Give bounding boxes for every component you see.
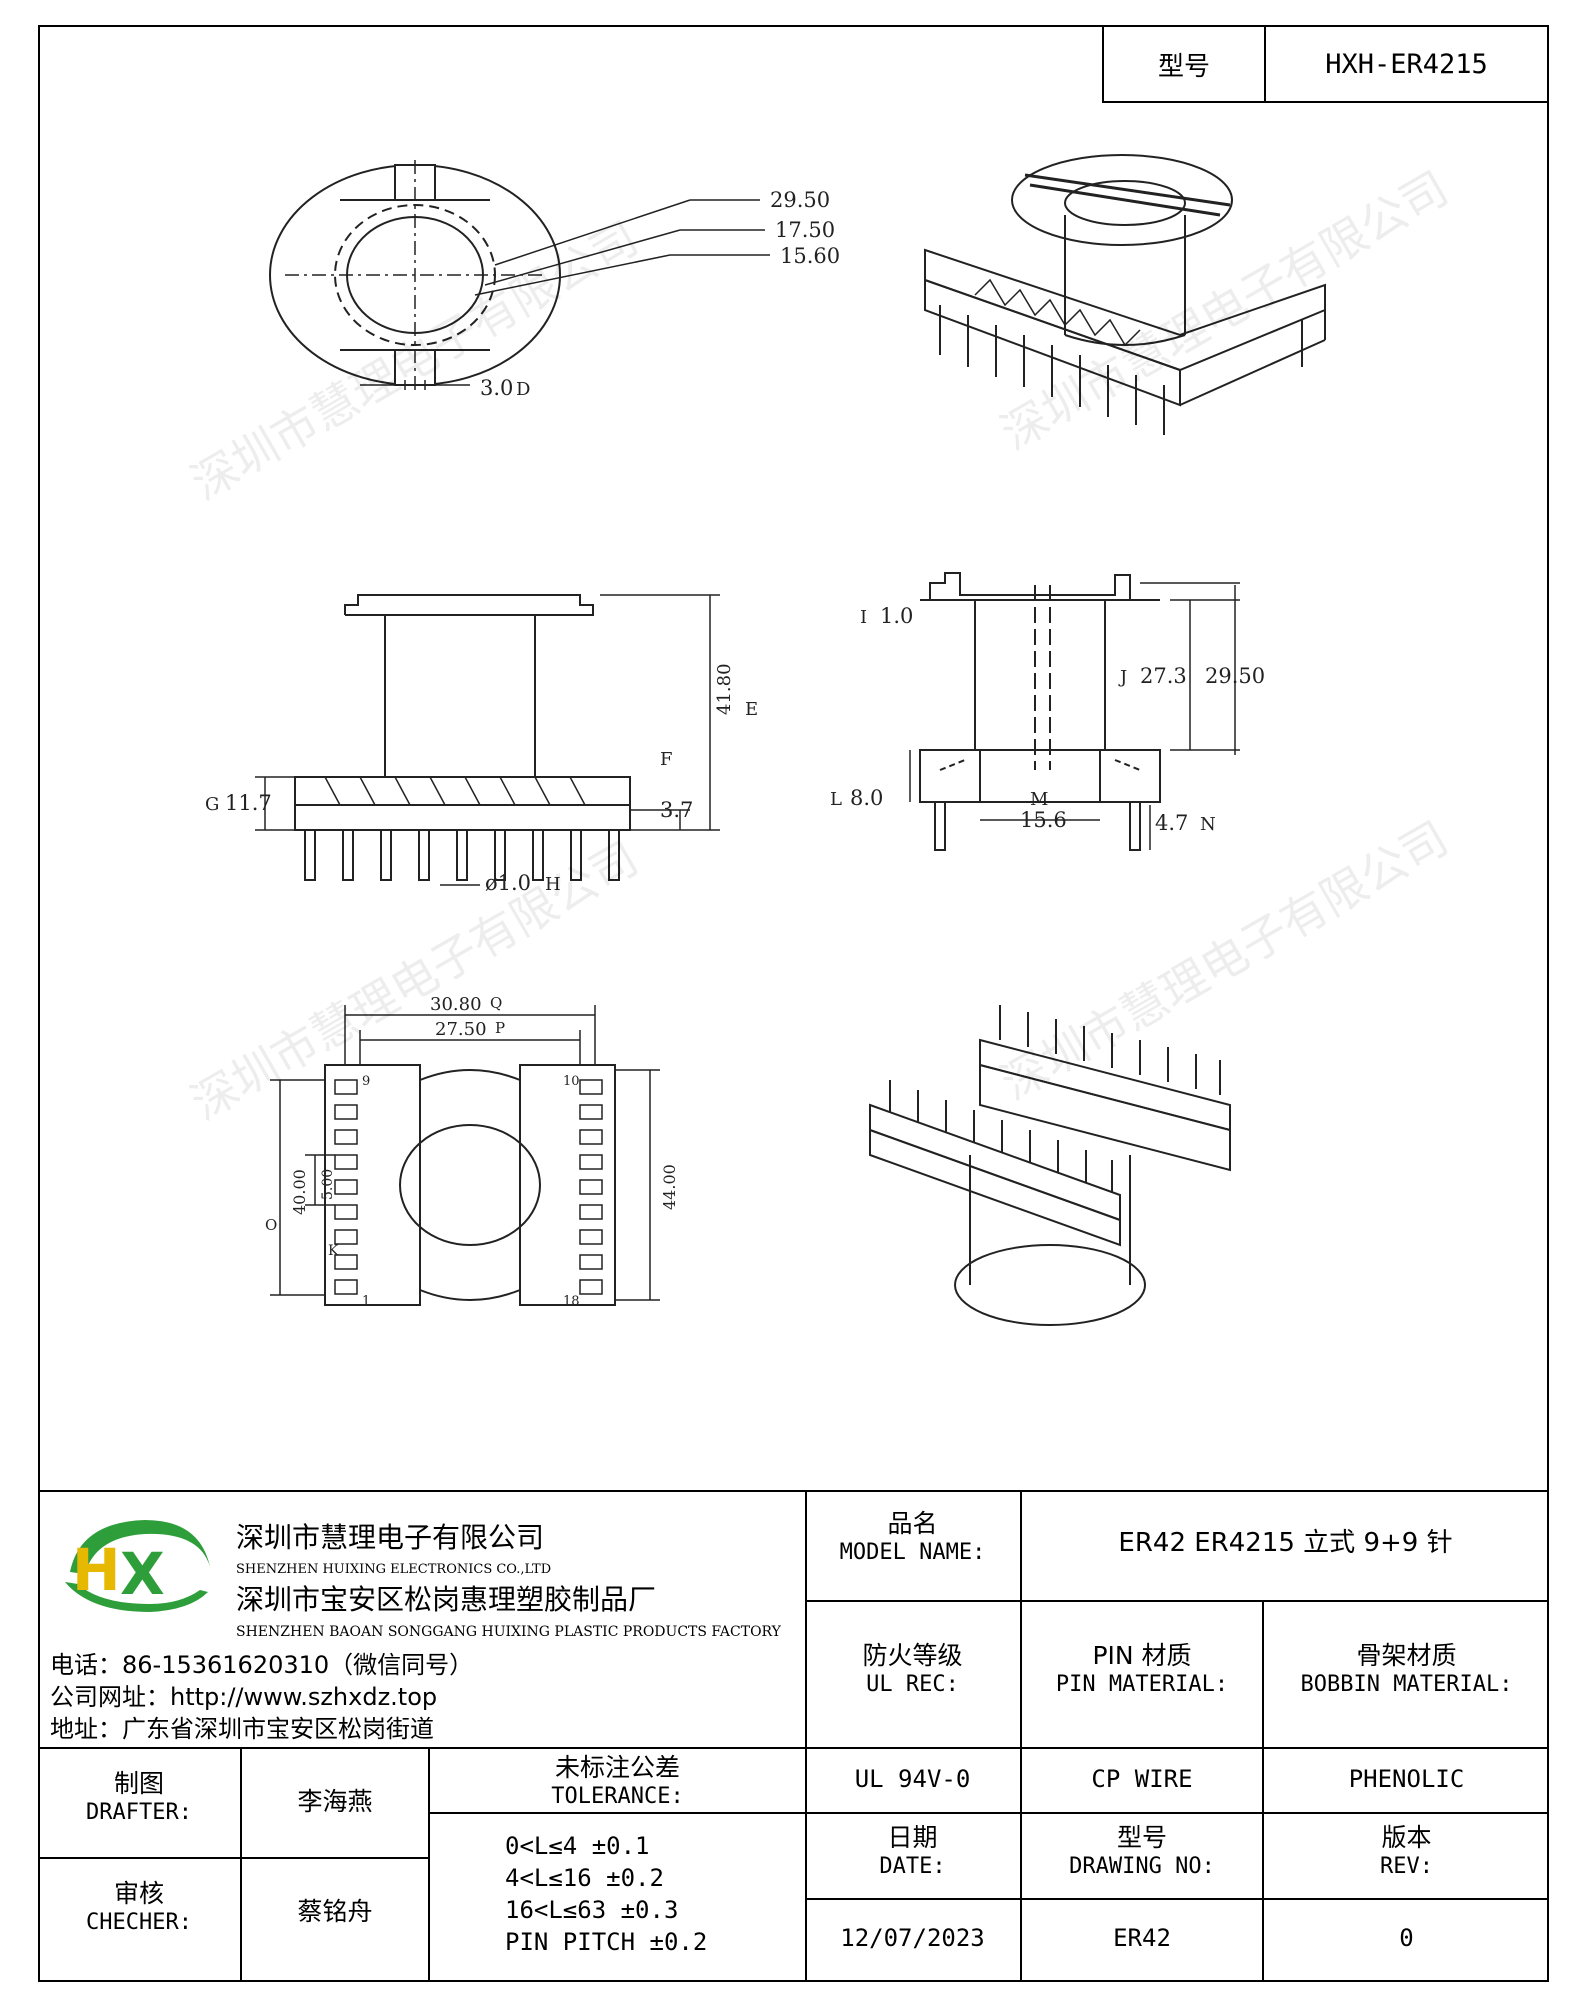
model-value: HXH-ER4215 (1325, 48, 1488, 80)
company-name-cn: 深圳市慧理电子有限公司 (236, 1521, 545, 1554)
ul-rec-value: UL 94V-0 (854, 1765, 971, 1793)
rev-label: 版本 REV: (1380, 1823, 1433, 1880)
dim-5-00: 5.00 (320, 1169, 336, 1200)
title-block (38, 1490, 1549, 1982)
dim-44-00: 44.00 (660, 1164, 679, 1210)
tag-o: O (265, 1216, 277, 1234)
svg-text:X: X (120, 1540, 165, 1608)
dim-29-50-side: 29.50 (1205, 664, 1265, 688)
factory-name-cn: 深圳市宝安区松岗惠理塑胶制品厂 (236, 1583, 657, 1616)
model-name-value: ER42 ER4215 立式 9+9 针 (1118, 1528, 1453, 1558)
model-header-box: 型号 HXH-ER4215 (1102, 25, 1549, 103)
checker-label: 审核 CHECHER: (86, 1879, 192, 1936)
dim-15-60: 15.60 (780, 244, 840, 268)
tolerance-list: 0<L≤4 ±0.1 4<L≤16 ±0.2 16<L≤63 ±0.3 PIN … (505, 1830, 707, 1958)
drafter-label: 制图 DRAFTER: (86, 1769, 192, 1826)
technical-drawing: 29.50 17.50 15.60 3.0 D 41.80 E 3.7 F 11… (40, 105, 1547, 1490)
tag-f: F (660, 749, 673, 770)
bottom-view (270, 1005, 660, 1306)
drafter-value: 李海燕 (297, 1787, 373, 1816)
company-phone: 电话：86-15361620310（微信同号） (50, 1651, 474, 1679)
isometric-view-top (924, 154, 1326, 435)
top-view (269, 160, 770, 395)
svg-text:H: H (72, 1536, 121, 1604)
company-address: 地址：广东省深圳市宝安区松岗街道 (50, 1715, 434, 1743)
dim-41-80: 41.80 (714, 663, 735, 715)
dim-4-7: 4.7 (1155, 811, 1188, 835)
tag-d: D (516, 379, 530, 400)
company-website: 公司网址：http://www.szhxdz.top (50, 1683, 438, 1711)
dim-15-6: 15.6 (1020, 808, 1067, 832)
drawing-no-value: ER42 (1113, 1924, 1171, 1952)
tag-m: M (1030, 789, 1048, 810)
model-name-label: 品名 MODEL NAME: (839, 1509, 986, 1566)
tag-i: I (860, 607, 867, 628)
bobbin-material-label: 骨架材质 BOBBIN MATERIAL: (1300, 1641, 1513, 1698)
tag-j: J (1118, 667, 1127, 688)
dim-1-0: 1.0 (880, 604, 913, 628)
tag-q: Q (490, 994, 502, 1012)
dim-3-7: 3.7 (660, 798, 693, 822)
pin-label-10: 10 (563, 1074, 580, 1089)
drawing-no-label: 型号 DRAWING NO: (1069, 1823, 1215, 1880)
dim-slot: 3.0 (480, 376, 513, 400)
dim-29-50: 29.50 (770, 188, 830, 212)
dim-11-7: 11.7 (225, 791, 272, 815)
pin-label-18: 18 (563, 1294, 580, 1309)
drawing-frame (38, 25, 1549, 1982)
pin-material-value: CP WIRE (1091, 1765, 1193, 1793)
side-view (909, 572, 1240, 851)
tag-p: P (495, 1019, 505, 1037)
tolerance-line: 4<L≤16 ±0.2 (505, 1864, 664, 1892)
date-label: 日期 DATE: (879, 1823, 946, 1880)
tag-g: G (205, 794, 219, 815)
tolerance-label: 未标注公差 TOLERANCE: (551, 1753, 684, 1810)
tag-k: K (328, 1243, 339, 1259)
dim-30-80: 30.80 (430, 994, 482, 1015)
dim-27-3: 27.3 (1140, 664, 1187, 688)
tag-l: L (830, 789, 842, 810)
pin-label-1: 1 (362, 1294, 370, 1309)
factory-name-en: SHENZHEN BAOAN SONGGANG HUIXING PLASTIC … (236, 1624, 781, 1640)
rev-value: 0 (1399, 1924, 1414, 1952)
tolerance-line: 16<L≤63 ±0.3 (505, 1896, 679, 1924)
isometric-view-bottom (869, 1005, 1231, 1326)
date-value: 12/07/2023 (840, 1924, 985, 1952)
front-view (255, 594, 720, 886)
dim-pin-dia: ø1.0 (485, 871, 531, 895)
pin-label-9: 9 (362, 1074, 370, 1089)
company-logo: H X (50, 1512, 215, 1622)
bobbin-material-value: PHENOLIC (1348, 1765, 1465, 1793)
tolerance-line: 0<L≤4 ±0.1 (505, 1832, 650, 1860)
tag-n: N (1200, 814, 1216, 835)
model-label: 型号 (1104, 27, 1266, 101)
dim-8-0: 8.0 (850, 786, 883, 810)
dim-40-00: 40.00 (290, 1169, 309, 1215)
company-name-en: SHENZHEN HUIXING ELECTRONICS CO.,LTD (236, 1562, 552, 1577)
tag-h: H (545, 874, 561, 895)
ul-rec-label: 防火等级 UL REC: (862, 1641, 963, 1698)
tolerance-line: PIN PITCH ±0.2 (505, 1928, 708, 1956)
dim-17-50: 17.50 (775, 218, 835, 242)
checker-value: 蔡铭舟 (297, 1897, 373, 1926)
dim-27-50: 27.50 (435, 1019, 487, 1040)
tag-e: E (745, 699, 758, 720)
pin-material-label: PIN 材质 PIN MATERIAL: (1055, 1641, 1229, 1698)
